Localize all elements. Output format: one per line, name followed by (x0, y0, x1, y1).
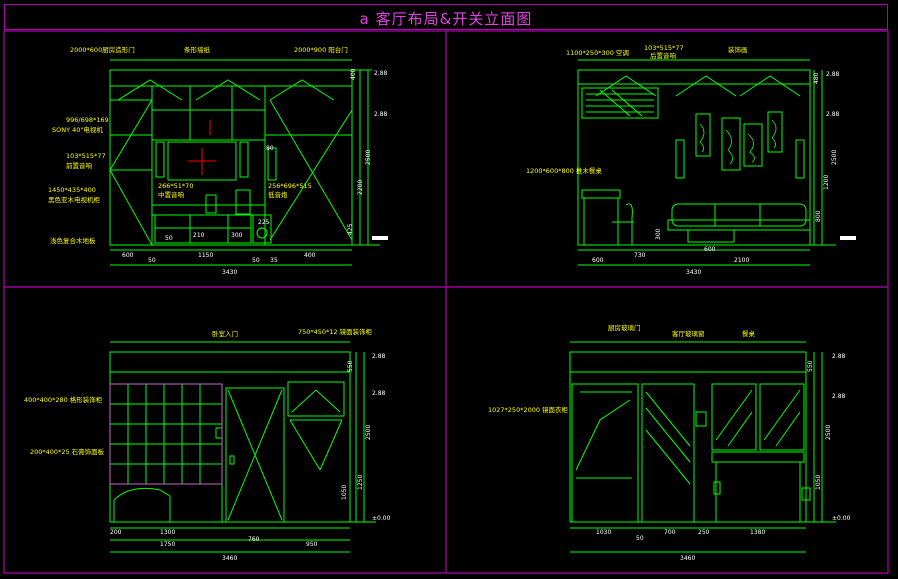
floor-marker-a (372, 236, 388, 240)
dim-b-730: 730 (634, 252, 646, 259)
dim-c-760: 760 (248, 536, 260, 543)
label-b-aircon: 1100*250*300 空调 (566, 48, 629, 57)
dim-a-225: 225 (258, 219, 270, 226)
label-a-subwoofer: 低音炮 (268, 190, 288, 199)
dim-b-600b: 600 (704, 246, 716, 253)
label-d-dining-table: 餐桌 (742, 329, 756, 338)
dim-d-1050: 1050 (815, 475, 822, 490)
label-a-tv: SONY 40"电视机 (52, 125, 103, 134)
elev-c-top: 2.88 (372, 353, 386, 360)
label-a-balcony-door: 2000*900 阳台门 (294, 45, 348, 54)
panel-d-wardrobe-wall-elevation: 厨房玻璃门 客厅玻璃窗 餐桌 1027*250*2000 镜面衣柜 1030 5… (488, 323, 851, 562)
elev-b-mid: 2.88 (826, 111, 840, 118)
grid-cabinet-outline (109, 383, 223, 485)
label-c-gypsum-panel: 200*400*25 石膏饰面板 (30, 447, 105, 456)
tv-center-cross (188, 120, 216, 175)
dim-c-1300: 1300 (160, 529, 175, 536)
label-a-center-speaker: 中置音响 (158, 190, 185, 199)
dim-c-550: 550 (347, 360, 354, 372)
dim-c-950: 950 (306, 541, 318, 548)
floor-marker-b (840, 236, 856, 240)
dim-d-1380: 1380 (750, 529, 765, 536)
painting-marks (699, 119, 777, 165)
dim-a-50c: 50 (165, 235, 173, 242)
label-c-mirror-cabinet: 750*450*12 镜面装饰柜 (298, 327, 373, 336)
dim-a-50b: 50 (252, 257, 260, 264)
dim-a-80: 80 (266, 145, 274, 152)
label-d-kitchen-glass-door: 厨房玻璃门 (608, 323, 641, 332)
dim-c-1050: 1050 (341, 485, 348, 500)
dim-c-2500: 2500 (365, 425, 372, 440)
dim-d-3460: 3460 (680, 555, 695, 562)
dim-d-250: 250 (698, 529, 710, 536)
dim-c-1250: 1250 (357, 475, 364, 490)
label-d-wardrobe: 1027*250*2000 镜面衣柜 (488, 405, 569, 414)
dim-a-2200: 2200 (357, 180, 364, 195)
elev-d-top: 2.88 (832, 353, 846, 360)
label-b-dining-table: 1200*600*800 推木餐桌 (526, 166, 602, 175)
elev-c-floor: ±0.00 (372, 515, 391, 522)
dim-b-800: 800 (815, 210, 822, 222)
dim-b-3430: 3430 (686, 269, 701, 276)
label-c-grid-cabinet: 400*400*280 格形装饰柜 (24, 395, 103, 404)
label-a-wallpaper: 条形墙纸 (184, 45, 211, 54)
dim-a-400-right: 400 (350, 68, 357, 80)
dim-a-35: 35 (270, 257, 278, 264)
label-a-center-size: 266*51*70 (158, 182, 193, 190)
dim-b-1200: 1200 (823, 175, 830, 190)
dim-d-1030: 1030 (596, 529, 611, 536)
dim-a-1150: 1150 (198, 252, 213, 259)
panel-a-tv-wall-elevation: 2000*600厨房造形门 条形墙纸 2000*900 阳台门 996/698*… (48, 45, 388, 276)
dim-a-425: 425 (347, 223, 354, 235)
label-a-sub-size: 256*696*515 (268, 182, 312, 190)
dim-c-3460: 3460 (222, 555, 237, 562)
label-a-cabinet-size: 1450*435*400 (48, 186, 96, 194)
dim-b-2500: 2500 (831, 150, 838, 165)
dim-a-300: 300 (231, 232, 243, 239)
dim-d-2500: 2500 (825, 425, 832, 440)
dim-c-200: 200 (110, 529, 122, 536)
label-a-tv-size: 996/698*169 (66, 116, 109, 124)
label-a-kitchen-door: 2000*600厨房造形门 (70, 45, 135, 54)
dim-d-700: 700 (664, 529, 676, 536)
label-b-speaker-size: 103*515*77 (644, 44, 684, 52)
elev-a-mid: 2.88 (374, 111, 388, 118)
elev-c-mid: 2.88 (372, 390, 386, 397)
label-b-paintings: 装饰画 (728, 45, 748, 54)
elev-d-floor: ±0.00 (832, 515, 851, 522)
dim-b-2100: 2100 (734, 257, 749, 264)
dim-d-550: 550 (807, 360, 814, 372)
title-bar: a 客厅布局&开关立面图 (4, 4, 888, 30)
label-a-floor: 浅色复合木地板 (50, 236, 96, 245)
label-c-bedroom-door: 卧室入门 (212, 329, 238, 338)
panel-b-dining-wall-elevation: 1100*250*300 空调 103*515*77 后置音响 装饰画 1200… (526, 44, 856, 276)
drawing-title: a 客厅布局&开关立面图 (359, 10, 533, 28)
elev-a-top: 2.88 (374, 70, 388, 77)
dim-a-210: 210 (193, 232, 205, 239)
label-a-tv-cabinet: 黑色亚木电视机柜 (48, 195, 101, 204)
dim-a-50: 50 (148, 257, 156, 264)
dim-a-400: 400 (304, 252, 316, 259)
dim-b-600: 600 (592, 257, 604, 264)
dim-d-50: 50 (636, 535, 644, 542)
label-a-speaker-size: 103*515*77 (66, 152, 106, 160)
sheet-frame (3, 30, 889, 574)
elev-b-top: 2.88 (826, 71, 840, 78)
label-d-living-window: 客厅玻璃窗 (672, 329, 705, 338)
dim-c-1750: 1750 (160, 541, 175, 548)
label-b-rear-speaker: 后置音响 (650, 51, 677, 60)
panel-c-bedroom-wall-elevation: 卧室入门 750*450*12 镜面装饰柜 400*400*280 格形装饰柜 … (24, 327, 391, 562)
dim-a-2500: 2500 (365, 150, 372, 165)
elev-d-mid: 2.88 (832, 393, 846, 400)
label-a-front-speaker: 前置音响 (66, 161, 93, 170)
dim-a-600: 600 (122, 252, 134, 259)
dim-b-300: 300 (655, 228, 662, 240)
dim-a-3430: 3430 (222, 269, 237, 276)
dim-b-480: 480 (813, 72, 820, 84)
